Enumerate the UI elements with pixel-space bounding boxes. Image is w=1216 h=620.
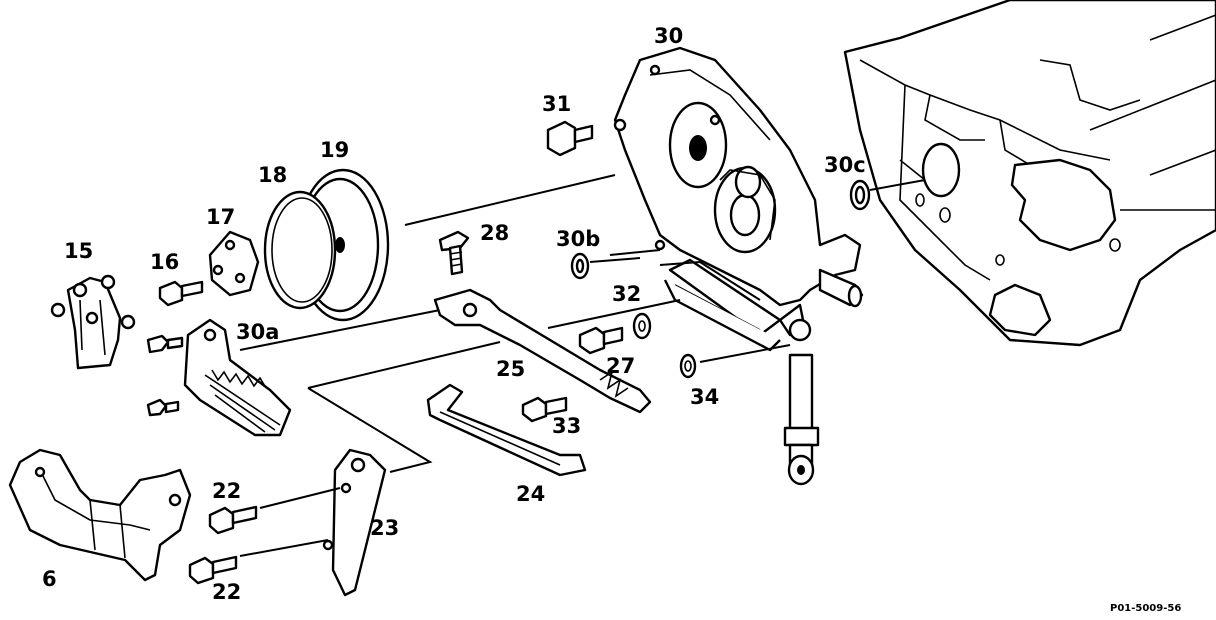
label-19: 19 (320, 138, 349, 162)
label-30: 30 (654, 24, 683, 48)
tensioner-30a (146, 309, 441, 437)
bracket-15 (50, 274, 136, 370)
label-32: 32 (612, 282, 641, 306)
label-22-upper: 22 (212, 479, 241, 503)
label-30a: 30a (236, 320, 279, 344)
label-25: 25 (496, 357, 525, 381)
label-28: 28 (480, 221, 509, 245)
bracket-6 (8, 448, 192, 582)
label-15: 15 (64, 239, 93, 263)
rod-25 (307, 288, 652, 414)
label-34: 34 (690, 385, 719, 409)
label-27: 27 (606, 354, 635, 378)
bolt-22-upper (208, 487, 341, 535)
bolt-28 (438, 230, 470, 276)
bracket-plate-23 (322, 448, 387, 597)
seal-ring-30c (849, 179, 871, 211)
label-30c: 30c (824, 153, 866, 177)
label-16: 16 (150, 250, 179, 274)
seal-30b (570, 252, 641, 280)
engine-block (843, 0, 1216, 347)
bolt-22-lower (188, 539, 329, 585)
timing-cover-30 (609, 46, 864, 486)
label-33: 33 (552, 414, 581, 438)
bolt-33 (521, 396, 568, 423)
bolt-31 (546, 120, 594, 157)
bracket-17 (208, 230, 260, 297)
label-22-lower: 22 (212, 580, 241, 604)
bar-24 (426, 383, 587, 477)
figure-code: P01-5009-56 (1110, 603, 1181, 614)
label-23: 23 (370, 516, 399, 540)
label-31: 31 (542, 92, 571, 116)
gasket-18 (263, 190, 337, 310)
label-17: 17 (206, 205, 235, 229)
bolt-16 (158, 280, 204, 307)
washer-32 (632, 312, 652, 340)
washer-34 (679, 344, 791, 379)
bolt-27 (547, 299, 681, 355)
leader-23 (307, 387, 433, 473)
label-24: 24 (516, 482, 545, 506)
label-30b: 30b (556, 227, 600, 251)
label-6: 6 (42, 567, 57, 591)
label-18: 18 (258, 163, 287, 187)
